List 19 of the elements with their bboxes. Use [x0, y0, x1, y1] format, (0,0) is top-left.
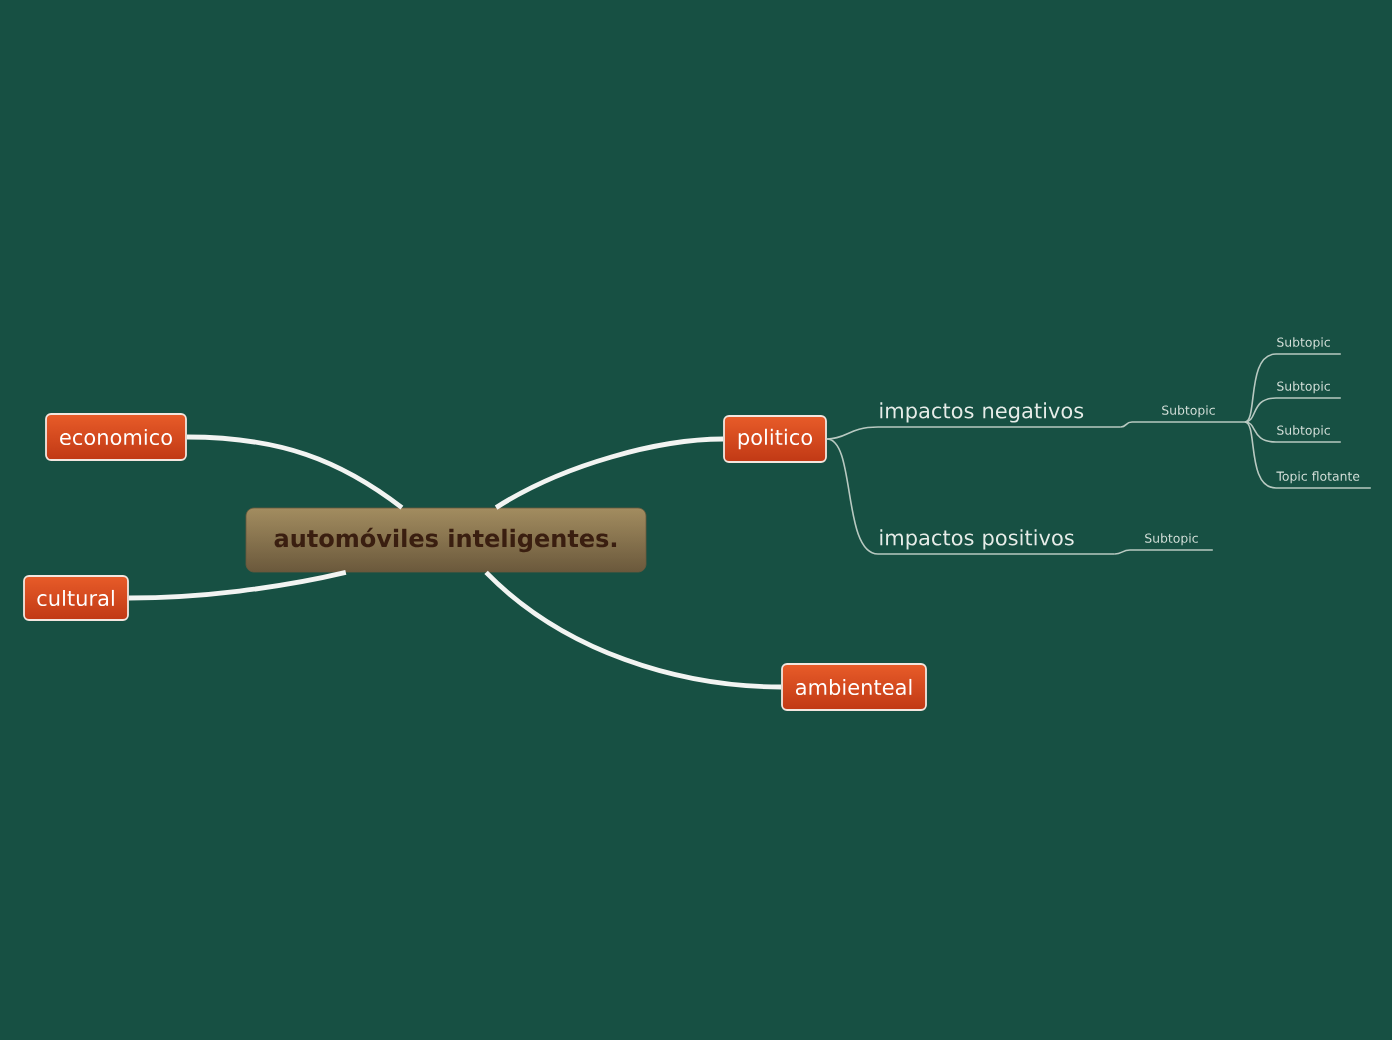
- connector: [186, 434, 404, 510]
- central-topic-box: automóviles inteligentes.: [245, 507, 647, 573]
- connector: [826, 426, 1122, 440]
- topic-box: cultural: [23, 575, 129, 621]
- connector: [1244, 397, 1342, 423]
- topic-box: politico: [723, 415, 827, 463]
- topic-label: impactos positivos: [880, 529, 1074, 550]
- topic-box: economico: [45, 413, 187, 461]
- connector: [1244, 421, 1342, 443]
- connector: [128, 570, 347, 601]
- connector: [1244, 353, 1342, 423]
- topic-box: ambienteal: [781, 663, 927, 711]
- connector: [1244, 421, 1372, 489]
- topic-label: impactos negativos: [880, 402, 1084, 423]
- connector: [1120, 421, 1246, 428]
- connector: [494, 436, 724, 510]
- connector: [1114, 549, 1214, 555]
- connector: [826, 438, 1116, 555]
- connector: [484, 570, 782, 690]
